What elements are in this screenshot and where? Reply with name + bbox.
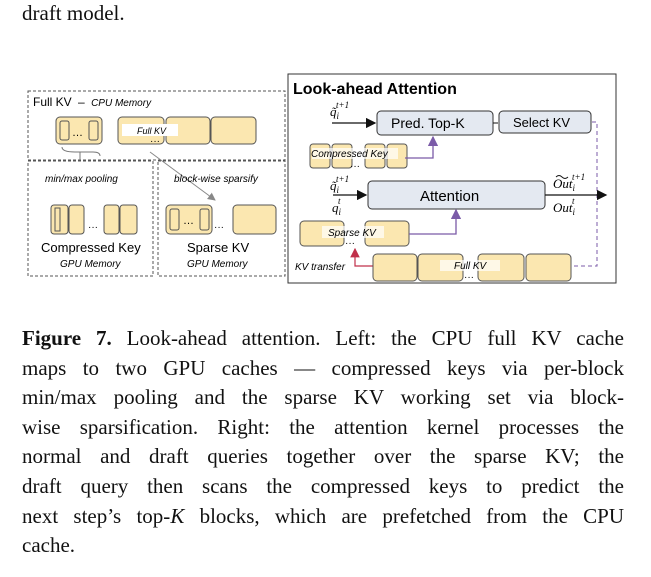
pooling-brace <box>61 146 101 157</box>
right-full-kv-label: Full KV <box>454 261 488 272</box>
caption-line-4: wise sparsification. Right: the attentio… <box>22 414 624 439</box>
full-kv-region <box>27 90 286 161</box>
kv-transfer-label: KV transfer <box>295 262 346 273</box>
full-kv-ellipsis: … <box>72 127 83 139</box>
figure-caption: Figure 7. Look-ahead attention. Left: th… <box>22 324 624 561</box>
right-panel: Look-ahead Attention q̃it+1 Pred. Top-K … <box>287 73 617 284</box>
compressed-key-dots: ··· <box>88 222 98 233</box>
sparse-kv-dots: ··· <box>214 222 224 233</box>
right-sparse-kv-dots: ··· <box>345 238 355 249</box>
caption-line-1: Figure 7. Look-ahead attention. Left: th… <box>22 326 624 350</box>
compressed-key-region <box>27 160 154 277</box>
compressed-to-topk-arrow <box>405 135 439 159</box>
pred-topk-label: Pred. Top-K <box>391 115 465 131</box>
left-panel: Full KV – CPU Memory … Full KV ··· min/m… <box>27 90 286 277</box>
gpu-memory-label-1: GPU Memory <box>60 259 122 270</box>
caption-label: Figure 7. <box>22 326 112 350</box>
output-label: Outit <box>553 196 576 217</box>
right-compressed-key-label: Compressed Key <box>311 149 389 160</box>
figure-7-diagram: Full KV – CPU Memory … Full KV ··· min/m… <box>27 73 617 284</box>
sparse-to-attention-arrow <box>409 208 462 235</box>
right-sparse-kv-label: Sparse KV <box>328 228 377 239</box>
full-kv-dash: – <box>78 95 85 109</box>
caption-line-3: min/max pooling and the sparse KV workin… <box>22 385 624 410</box>
select-kv-dashed-loop <box>572 121 598 267</box>
select-kv-box <box>498 110 592 134</box>
preceding-text: draft model. <box>22 1 125 25</box>
kv-transfer-arrow <box>350 247 373 267</box>
full-kv-blocks: … Full KV ··· <box>55 116 257 147</box>
cpu-memory-label: CPU Memory <box>91 98 152 109</box>
lookahead-title: Look-ahead Attention <box>293 81 457 98</box>
draft-query-label-1: q̃it+1 <box>330 100 349 121</box>
compressed-key-label: Compressed Key <box>41 240 141 255</box>
right-sparse-kv-blocks: Sparse KV ··· <box>299 220 410 249</box>
right-compressed-key-dots: ··· <box>350 161 360 172</box>
caption-line-8: cache. <box>22 533 76 558</box>
right-compressed-key-blocks: Compressed Key ··· <box>309 143 408 172</box>
attention-label: Attention <box>420 188 479 205</box>
full-kv-tag: Full KV <box>137 126 167 136</box>
sparsify-arrow <box>149 151 216 201</box>
sparse-kv-ellipsis: … <box>183 215 194 227</box>
minmax-pooling-label: min/max pooling <box>45 174 118 185</box>
right-full-kv-blocks: Full KV ··· <box>372 253 572 283</box>
draft-output-label: Outit+1 <box>553 172 585 193</box>
right-full-kv-dots: ··· <box>464 272 474 283</box>
lookahead-frame <box>287 73 617 284</box>
compressed-key-blocks: ··· <box>50 204 138 235</box>
caption-line-2: maps to two GPU caches — compressed keys… <box>22 355 624 380</box>
caption-line-5: normal and draft queries together over t… <box>22 444 624 469</box>
draft-query-label-2: q̃it+1 <box>330 174 349 195</box>
caption-line-6: draft query then scans the compressed ke… <box>22 473 624 498</box>
query-label: qit <box>332 196 342 217</box>
sparse-kv-region <box>157 160 286 277</box>
select-kv-label: Select KV <box>513 115 570 130</box>
gpu-memory-label-2: GPU Memory <box>187 259 249 270</box>
draft-output-tilde <box>555 175 569 179</box>
caption-line-7: next step’s top-K blocks, which are pref… <box>22 503 624 528</box>
sparse-kv-blocks: … ··· <box>165 204 277 235</box>
full-kv-dots: ··· <box>150 136 160 147</box>
full-kv-title: Full KV <box>33 95 72 109</box>
blockwise-sparsify-label: block-wise sparsify <box>174 174 259 185</box>
sparse-kv-label: Sparse KV <box>187 240 249 255</box>
svg-text:Full KV – CPU Memo: Full KV – CPU Memory <box>33 95 152 109</box>
